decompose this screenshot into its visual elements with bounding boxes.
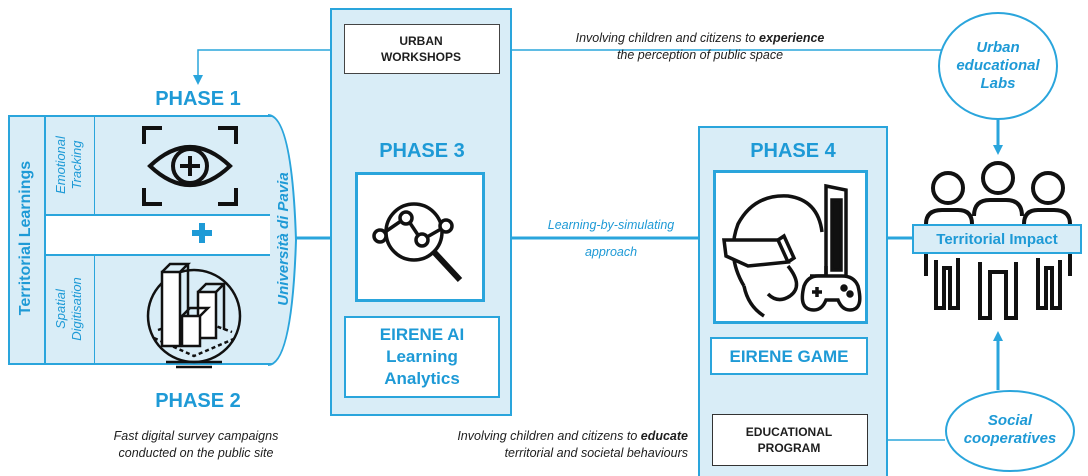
urban-workshops-box: URBAN WORKSHOPS bbox=[344, 24, 500, 74]
phase2-caption-line1: Fast digital survey campaigns bbox=[113, 429, 279, 443]
spatial-line1: Spatial bbox=[53, 289, 68, 329]
educate-caption-line2: territorial and societal behaviours bbox=[504, 446, 688, 460]
educate-caption-line1: Involving children and citizens to educa… bbox=[398, 428, 688, 445]
workshops-to-phase1-line bbox=[193, 49, 344, 85]
territorial-middle-band bbox=[46, 214, 270, 256]
urban-labs-line3: Labs bbox=[980, 75, 1016, 92]
workshops-line2: WORKSHOPS bbox=[380, 50, 461, 64]
phase2-caption-line2: conducted on the public site bbox=[118, 446, 274, 460]
experience-caption-pre: Involving children and citizens to bbox=[575, 31, 760, 45]
educate-caption-bold: educate bbox=[640, 429, 688, 443]
eirene-game-box: EIRENE GAME bbox=[710, 337, 868, 375]
social-coops-line1: Social bbox=[987, 412, 1033, 429]
urban-labs-line2: educational bbox=[956, 57, 1040, 74]
eirene-ai-line1: EIRENE AI bbox=[379, 325, 465, 344]
spatial-digitisation-label: Spatial Digitisation bbox=[53, 259, 87, 359]
university-cylinder-arc bbox=[267, 114, 298, 366]
educational-program-line2: PROGRAM bbox=[757, 441, 821, 455]
people-group-icon bbox=[924, 161, 1072, 320]
experience-caption-bold: experience bbox=[759, 31, 825, 45]
experience-caption-line1: Involving children and citizens to exper… bbox=[520, 30, 880, 47]
university-label: Università di Pavia bbox=[275, 172, 292, 306]
workshops-label: URBAN WORKSHOPS bbox=[345, 33, 497, 65]
emotional-line2: Tracking bbox=[69, 140, 84, 190]
educate-caption-pre: Involving children and citizens to bbox=[457, 429, 641, 443]
territorial-impact-box: Territorial Impact bbox=[912, 224, 1082, 254]
emotional-tracking-label: Emotional Tracking bbox=[53, 115, 87, 215]
eirene-ai-line3: Analytics bbox=[384, 369, 460, 388]
experience-caption: Involving children and citizens to exper… bbox=[520, 30, 880, 64]
emotional-divider bbox=[94, 117, 95, 214]
phase2-title: PHASE 2 bbox=[155, 390, 241, 412]
eirene-ai-label: EIRENE AI Learning Analytics bbox=[346, 324, 498, 390]
emotional-line1: Emotional bbox=[53, 136, 68, 194]
social-coops-label: Social cooperatives bbox=[945, 412, 1075, 448]
territorial-inner-divider bbox=[44, 115, 46, 365]
phase2-caption: Fast digital survey campaigns conducted … bbox=[76, 428, 316, 462]
plus-icon-vertical bbox=[199, 223, 205, 243]
social-coops-ellipse bbox=[945, 390, 1075, 472]
city-blocks-icon bbox=[146, 262, 242, 369]
eirene-game-label: EIRENE GAME bbox=[729, 347, 849, 366]
educational-program-box: EDUCATIONAL PROGRAM bbox=[712, 414, 868, 466]
urban-labs-line1: Urban bbox=[976, 39, 1020, 56]
educational-program-label: EDUCATIONAL PROGRAM bbox=[713, 424, 865, 456]
emotional-strip bbox=[46, 117, 94, 214]
simulating-line1: Learning-by-simulating bbox=[547, 218, 675, 232]
phase4-title: PHASE 4 bbox=[750, 140, 836, 162]
educate-caption: Involving children and citizens to educa… bbox=[398, 428, 688, 462]
experience-caption-line2: the perception of public space bbox=[616, 48, 784, 62]
workshops-line1: URBAN bbox=[399, 34, 443, 48]
simulating-line2: approach bbox=[584, 245, 638, 259]
urban-labs-ellipse bbox=[938, 12, 1058, 120]
analytics-magnifier-icon bbox=[372, 202, 463, 283]
spatial-strip bbox=[46, 256, 94, 363]
eye-target-icon bbox=[142, 126, 238, 206]
territorial-impact-label: Territorial Impact bbox=[936, 231, 1058, 248]
eirene-ai-line2: Learning bbox=[386, 347, 458, 366]
eirene-ai-box: EIRENE AI Learning Analytics bbox=[344, 316, 500, 398]
social-coops-line2: cooperatives bbox=[963, 430, 1057, 447]
vr-gamer-icon bbox=[722, 183, 862, 318]
educational-program-line1: EDUCATIONAL bbox=[745, 425, 833, 439]
territorial-learnings-label: Territorial Learnings bbox=[17, 160, 34, 316]
spatial-line2: Digitisation bbox=[69, 277, 84, 341]
phase3-title: PHASE 3 bbox=[379, 140, 465, 162]
urban-labs-label: Urban educational Labs bbox=[938, 39, 1058, 93]
spatial-divider bbox=[94, 256, 95, 363]
phase1-title: PHASE 1 bbox=[155, 88, 241, 110]
